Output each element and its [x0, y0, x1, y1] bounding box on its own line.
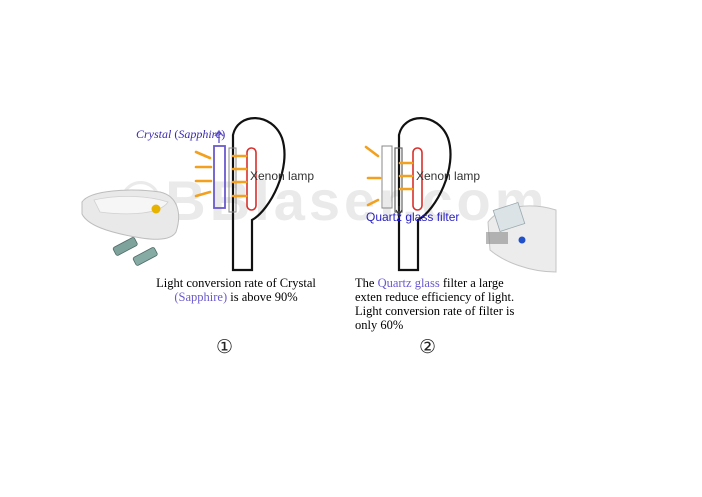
inner-bar-1: [228, 147, 237, 213]
caption-2-highlight: Quartz glass: [377, 276, 440, 290]
crystal-label-text: Crystal: [136, 127, 172, 141]
panel-2-diagram: [364, 117, 452, 272]
caption-2-line4: only 60%: [355, 318, 404, 332]
panel-number-2: ②: [419, 336, 437, 358]
light-rays-2: [364, 145, 414, 207]
caption-2: The Quartz glass filter a large exten re…: [355, 276, 555, 332]
handpiece-outline-2: [397, 117, 452, 272]
caption-2-post: filter a large: [439, 276, 504, 290]
caption-1-sapphire: (Sapphire): [174, 290, 228, 304]
caption-2-line2: exten reduce efficiency of light.: [355, 290, 515, 304]
panel-1-diagram: [194, 117, 286, 272]
caption-2-line1: The Quartz glass filter a large: [355, 276, 555, 290]
sapphire-label-text: Sapphire: [178, 127, 222, 141]
outer-glass-bar: [381, 145, 393, 209]
caption-1: Light conversion rate of Crystal (Sapphi…: [136, 276, 336, 304]
caption-2-pre: The: [355, 276, 378, 290]
xenon-lamp-label-2: Xenon lamp: [416, 169, 481, 183]
xenon-lamp-1: [246, 147, 257, 211]
caption-2-line3: Light conversion rate of filter is: [355, 304, 515, 318]
handpiece-outline-1: [231, 117, 286, 272]
xenon-lamp-label-1: Xenon lamp: [250, 169, 315, 183]
caption-1-line2: (Sapphire) is above 90%: [136, 290, 336, 304]
handpiece-photo-left: [81, 189, 180, 266]
light-rays-1: [194, 150, 248, 198]
xenon-lamp-2: [412, 147, 423, 211]
handpiece-photo-right: [486, 202, 557, 273]
caption-1-rest: is above 90%: [227, 290, 298, 304]
panel-number-1: ①: [216, 336, 234, 358]
watermark: ©BBlaser.com: [120, 169, 549, 232]
crystal-bar: [213, 145, 226, 209]
caption-1-line1: Light conversion rate of Crystal: [156, 276, 316, 290]
quartz-filter-label: Quartz glass filter: [366, 210, 460, 224]
crystal-sapphire-label: Crystal (Sapphire): [136, 127, 226, 141]
